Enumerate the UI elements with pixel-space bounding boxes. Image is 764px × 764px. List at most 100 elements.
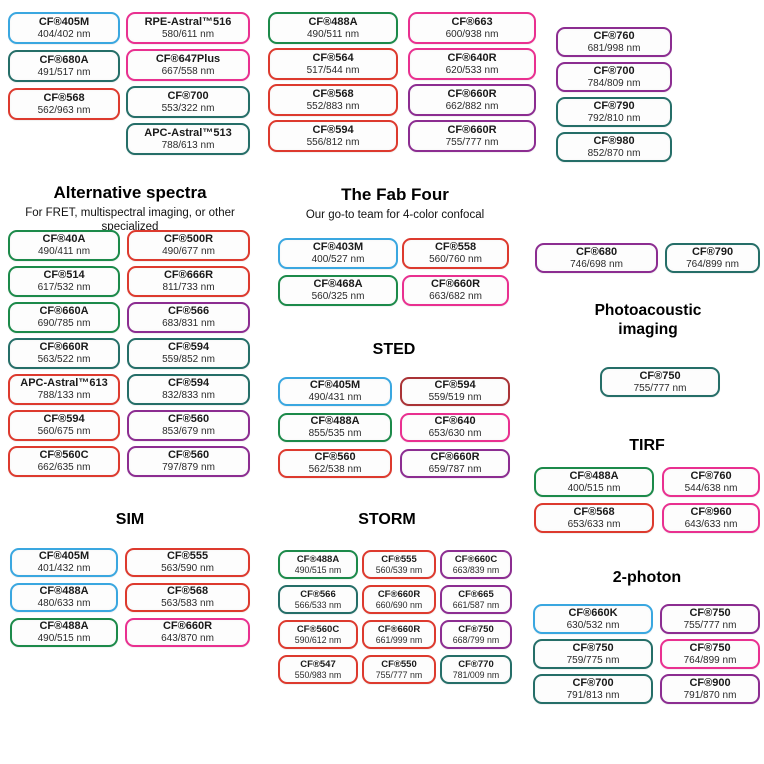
dye-wavelengths: 643/633 nm bbox=[684, 518, 738, 530]
dye-wavelengths: 764/899 nm bbox=[686, 258, 739, 270]
dye-name: CF®647Plus bbox=[155, 52, 221, 65]
dye-name: CF®790 bbox=[593, 99, 635, 112]
section-title: Photoacoustic imaging bbox=[594, 302, 702, 338]
dye-name: CF®594 bbox=[312, 123, 354, 136]
dye-name: CF®405M bbox=[38, 550, 90, 563]
dye-wavelengths: 755/777 nm bbox=[683, 619, 737, 631]
dye-wavelengths: 560/325 nm bbox=[311, 291, 365, 303]
dye-name: RPE-Astral™516 bbox=[144, 15, 232, 28]
dye-wavelengths: 791/813 nm bbox=[566, 689, 620, 701]
dye-wavelengths: 852/870 nm bbox=[587, 147, 641, 159]
dye-wavelengths: 788/133 nm bbox=[37, 390, 91, 402]
dye-wavelengths: 563/583 nm bbox=[161, 598, 214, 610]
dye-wavelengths: 490/677 nm bbox=[162, 246, 215, 258]
dye-name: CF®750 bbox=[458, 623, 494, 635]
section-title: TIRF bbox=[629, 437, 665, 454]
dye-name: APC-Astral™513 bbox=[144, 126, 232, 139]
dye-name: CF®660R bbox=[447, 123, 497, 136]
dye-name: CF®700 bbox=[167, 89, 209, 102]
dye-name: CF®750 bbox=[572, 641, 614, 654]
dye-wavelengths: 755/777 nm bbox=[633, 382, 687, 394]
dye-name: CF®568 bbox=[166, 585, 209, 598]
dye-wavelengths: 643/870 nm bbox=[161, 633, 214, 645]
dye-wavelengths: 653/630 nm bbox=[428, 428, 482, 440]
dye-name: CF®760 bbox=[593, 29, 635, 42]
dye-wavelengths: 490/511 nm bbox=[306, 28, 360, 40]
dye-name: CF®660C bbox=[454, 553, 498, 565]
dye-name: CF®488A bbox=[310, 415, 360, 428]
dye-wavelengths: 552/883 nm bbox=[306, 100, 360, 112]
dye-name: CF®640 bbox=[434, 415, 476, 428]
dye-name: CF®680A bbox=[39, 53, 89, 66]
dye-name: CF®660R bbox=[377, 623, 421, 635]
dye-wavelengths: 544/638 nm bbox=[684, 482, 738, 494]
dye-wavelengths: 550/983 nm bbox=[294, 669, 342, 680]
dye-name: CF®680 bbox=[575, 245, 618, 258]
dye-wavelengths: 560/760 nm bbox=[429, 254, 482, 266]
dye-wavelengths: 562/538 nm bbox=[308, 464, 362, 476]
dye-wavelengths: 590/612 nm bbox=[294, 634, 342, 645]
dye-name: CF®750 bbox=[689, 606, 731, 619]
dye-wavelengths: 661/999 nm bbox=[375, 634, 423, 645]
dye-wavelengths: 553/322 nm bbox=[161, 102, 215, 114]
dye-wavelengths: 490/515 nm bbox=[294, 564, 342, 575]
dye-name: CF®405M bbox=[38, 15, 90, 28]
dye-wavelengths: 490/515 nm bbox=[37, 633, 91, 645]
dye-wavelengths: 659/787 nm bbox=[428, 464, 482, 476]
dye-wavelengths: 480/633 nm bbox=[37, 598, 91, 610]
dye-name: CF®594 bbox=[167, 341, 210, 354]
dye-wavelengths: 559/852 nm bbox=[162, 354, 215, 366]
dye-wavelengths: 563/590 nm bbox=[161, 563, 214, 575]
dye-wavelengths: 663/682 nm bbox=[429, 291, 482, 303]
dye-name: CF®468A bbox=[313, 278, 363, 291]
dye-wavelengths: 653/633 nm bbox=[567, 518, 621, 530]
section-header-photoacoustic-imaging: Photoacoustic imaging bbox=[563, 302, 733, 340]
dye-name: CF®660R bbox=[39, 341, 89, 354]
dye-name: CF®560 bbox=[167, 413, 210, 426]
dye-wavelengths: 788/613 nm bbox=[161, 139, 215, 151]
dye-name: CF®900 bbox=[689, 676, 731, 689]
section-title: Alternative spectra bbox=[53, 183, 207, 202]
dye-wavelengths: 663/839 nm bbox=[452, 564, 500, 575]
dye-name: CF®488A bbox=[39, 585, 89, 598]
dye-wavelengths: 491/517 nm bbox=[37, 66, 91, 78]
dye-name: CF®560 bbox=[167, 449, 210, 462]
dye-wavelengths: 560/675 nm bbox=[37, 426, 91, 438]
dye-name: CF®594 bbox=[43, 413, 85, 426]
dye-name: CF®660R bbox=[162, 620, 213, 633]
